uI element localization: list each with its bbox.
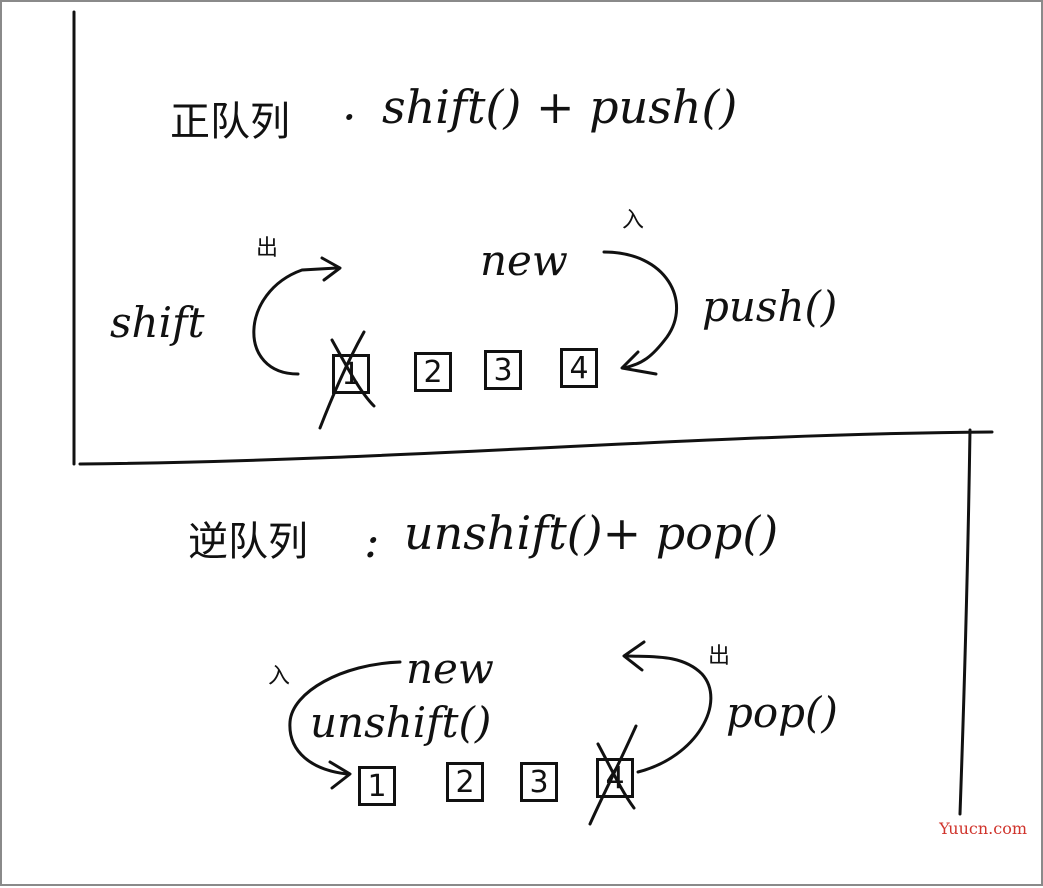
push-label: push() bbox=[702, 282, 838, 331]
top-title-cn: 正队列 bbox=[170, 99, 290, 145]
pop-arrow bbox=[625, 654, 713, 774]
cross-stroke-b bbox=[318, 330, 366, 430]
bottom-queue-item-3: 3 bbox=[520, 762, 558, 802]
top-queue-item-1: 1 bbox=[332, 354, 370, 394]
bottom-queue-item-4: 4 bbox=[596, 758, 634, 798]
bottom-title-sep: : bbox=[364, 514, 380, 568]
top-queue-item-2: 2 bbox=[414, 352, 452, 392]
bottom-queue-item-2: 2 bbox=[446, 762, 484, 802]
cross-stroke-c bbox=[596, 742, 636, 810]
top-title-methods: shift() + push() bbox=[382, 80, 738, 134]
bottom-title-methods: unshift()+ pop() bbox=[404, 506, 779, 560]
top-enter-mark: 入 bbox=[622, 208, 645, 233]
bottom-exit-mark: 出 bbox=[708, 644, 731, 669]
unshift-arrowhead bbox=[328, 760, 352, 790]
bottom-enter-mark: 入 bbox=[268, 664, 291, 689]
push-arrowhead bbox=[620, 350, 658, 376]
section-divider bbox=[78, 430, 994, 466]
shift-label: shift bbox=[110, 298, 205, 347]
cross-stroke-a bbox=[330, 338, 376, 408]
cross-stroke-d bbox=[588, 724, 638, 826]
top-left-border bbox=[72, 10, 76, 466]
bottom-title-cn: 逆队列 bbox=[188, 519, 308, 565]
top-new-label: new bbox=[480, 236, 568, 285]
bottom-queue-item-1: 1 bbox=[358, 766, 396, 806]
pop-arrowhead bbox=[622, 640, 646, 672]
push-arrow bbox=[602, 250, 678, 370]
top-queue-item-4: 4 bbox=[560, 348, 598, 388]
pop-label: pop() bbox=[726, 688, 838, 737]
top-title-sep: · bbox=[342, 90, 357, 144]
shift-arrowhead bbox=[320, 256, 342, 282]
shift-arrow bbox=[252, 266, 339, 376]
bottom-right-border bbox=[958, 428, 972, 816]
unshift-arrow bbox=[288, 660, 402, 776]
top-queue-item-3: 3 bbox=[484, 350, 522, 390]
bottom-new-label: new bbox=[406, 644, 494, 693]
watermark: Yuucn.com bbox=[939, 819, 1027, 838]
top-exit-mark: 出 bbox=[256, 236, 279, 261]
unshift-label: unshift() bbox=[310, 698, 492, 747]
